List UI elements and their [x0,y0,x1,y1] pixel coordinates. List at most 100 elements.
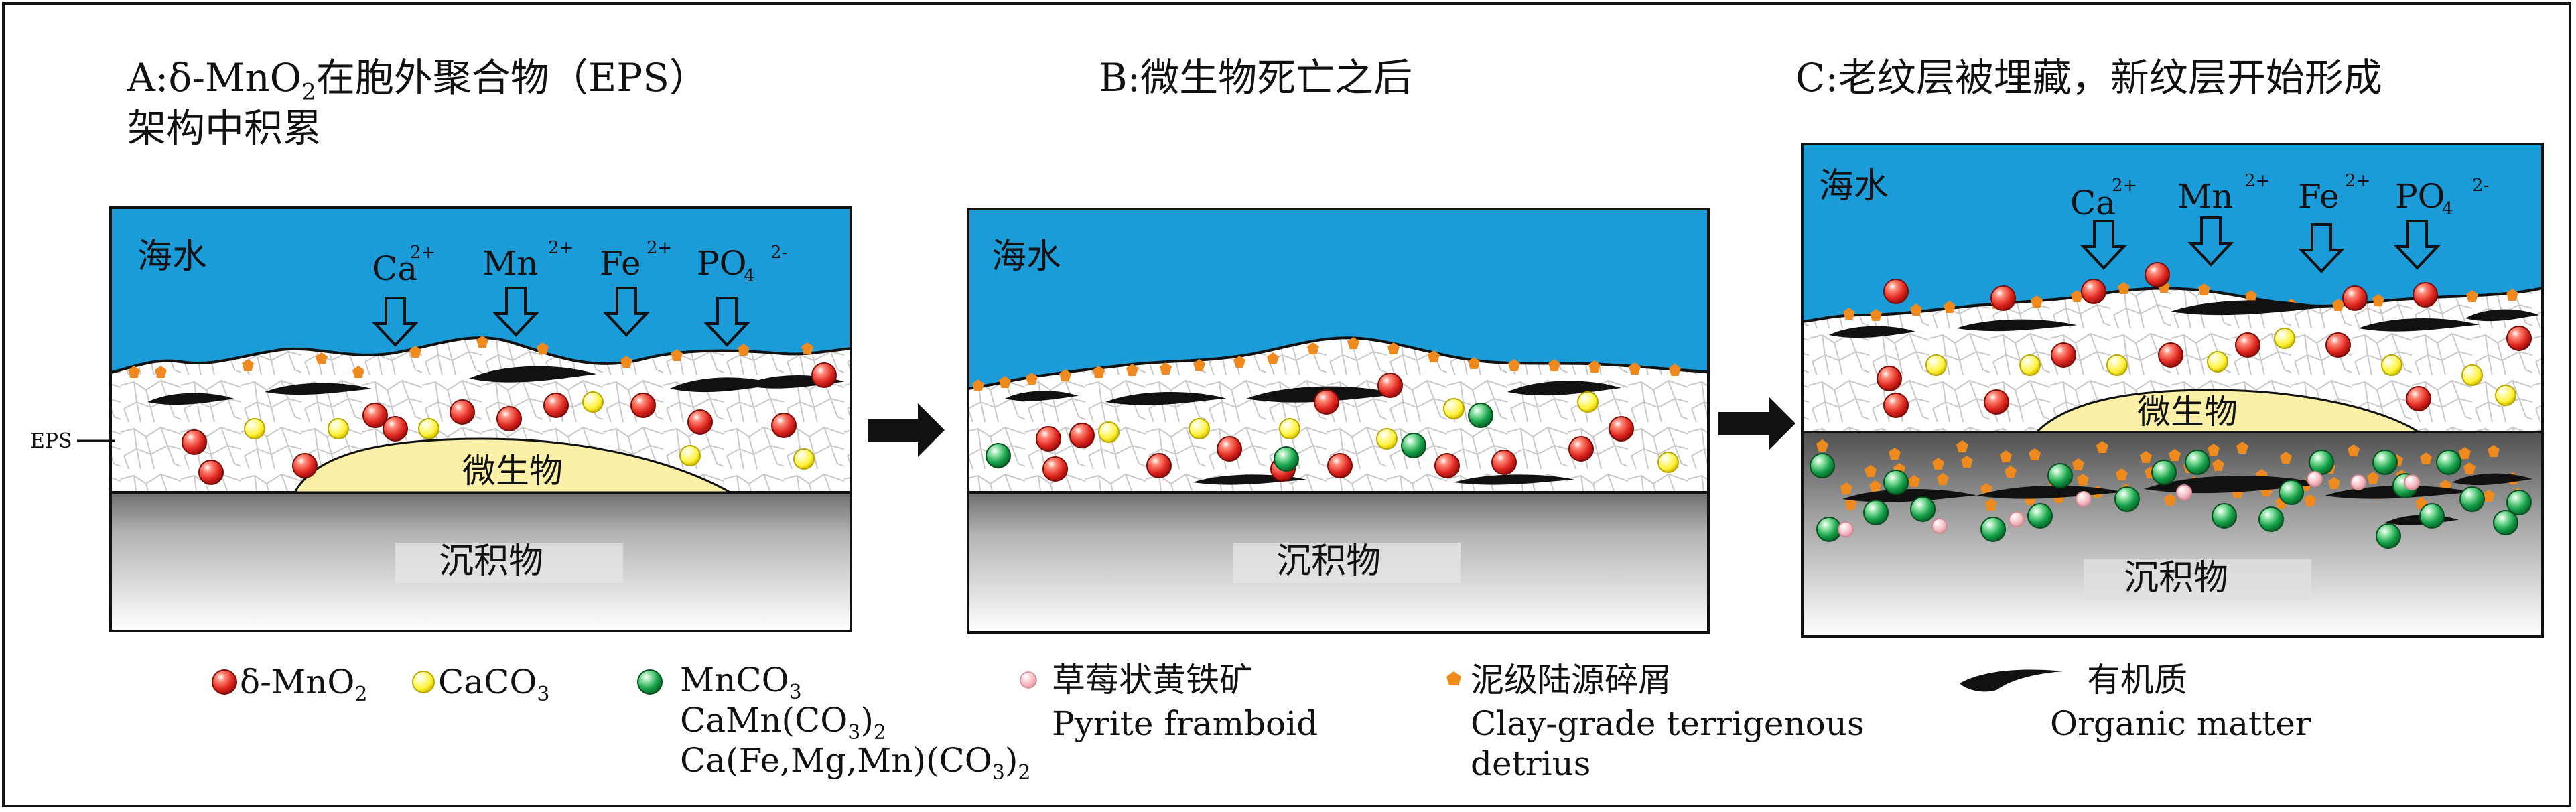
mno2-particle [2158,342,2183,368]
mno2-particle [1883,279,1909,304]
clay-particle [2212,459,2224,471]
panel-b-sediment-label: 沉积物 [1276,541,1381,582]
clay-particle [1347,337,1359,349]
mnco3-particle [986,443,1011,468]
svg-text:2+: 2+ [2345,171,2370,191]
clay-particle [1865,465,1877,477]
caco3-particle [2207,351,2228,373]
caco3-particle [1098,421,1120,443]
clay-particle [1026,373,1038,385]
mnco3-particle [2506,490,2532,515]
panel-c-ions: Ca 2+ Mn 2+ Fe 2+ PO 4 2- [2070,171,2489,222]
svg-text:2+: 2+ [2244,171,2270,191]
caco3-particle [793,448,815,470]
caco3-particle [1577,391,1599,413]
clay-particle [620,356,632,368]
svg-text:4: 4 [2442,199,2453,219]
mnco3-particle [2185,450,2210,475]
legend-organic-en: Organic matter [2050,704,2311,743]
clay-particle [1843,308,1855,320]
mnco3-particle [1980,517,2006,542]
mnco3-particle [2212,503,2237,529]
mno2-particle [1327,453,1353,478]
eps-label: EPS [30,429,72,453]
pyrite-particle [2176,484,2192,500]
clay-particle [2245,290,2257,302]
mno2-particle [2506,326,2532,351]
clay-particle [1588,360,1601,373]
pyrite-particle [2350,474,2366,490]
mno2-particle [450,399,475,425]
clay-particle [1961,456,1973,468]
ion-po-a: PO [697,244,747,283]
organic-matter-streak [147,393,234,405]
transition-arrow-b-c [1718,397,1795,450]
panel-c-sediment-label: 沉积物 [2124,558,2228,598]
clay-particle [2236,442,2248,454]
mno2-particle [1609,416,1634,442]
ion-mn-c: Mn [2177,177,2233,216]
legend-clay-symbol [1446,671,1461,685]
organic-matter-streak [1842,489,1976,502]
clay-particle [671,349,683,361]
clay-particle [1387,342,1400,354]
mno2-particle [292,453,318,478]
legend-caco3-symbol [412,671,435,693]
clay-particle [409,346,421,358]
organic-matter-streak [1005,391,1079,401]
legend-clay-en1: Clay-grade terrigenous [1471,704,1865,743]
organic-matter-streak [670,377,777,393]
ion-ca-c: Ca [2070,184,2116,222]
clay-particle [1816,439,1828,452]
clay-particle [1548,359,1560,371]
clay-particle [1870,309,1882,321]
clay-particle [2000,450,2012,462]
mno2-particle [198,460,224,485]
mnco3-particle [2047,463,2073,488]
panel-a-title: A:δ-MnO2在胞外聚合物（EPS） [127,55,708,106]
mno2-particle [1146,453,1172,478]
mno2-particle [1568,436,1594,462]
clay-particle [155,366,167,378]
panel-c-microbe [2034,389,2423,433]
caco3-particle [2461,364,2483,386]
caco3-particle [418,418,439,439]
caco3-particle [328,418,349,439]
pyrite-particle [1931,518,1948,534]
mnco3-particle [1883,470,1909,495]
ion-flux-arrow [603,287,650,337]
caco3-particle [2381,354,2402,376]
mno2-particle [2406,386,2431,411]
mnco3-particle [2279,480,2304,505]
caco3-particle [2106,354,2128,376]
mnco3-particle [2372,450,2398,475]
caco3-particle [679,445,701,466]
legend-clay-cn: 泥级陆源碎屑 [1471,661,1672,699]
organic-matter-streak [1454,474,1574,485]
svg-text:2+: 2+ [548,238,573,258]
clay-particle [1428,350,1440,362]
pyrite-particle [2404,474,2420,490]
legend-pyrite-symbol [1020,671,1037,689]
pyrite-particle [1838,521,1854,537]
mnco3-particle [2151,460,2177,485]
clay-particle [2459,447,2471,459]
ion-flux-arrow [703,297,750,347]
pyrite-particle [2009,511,2025,527]
mno2-particle [2325,332,2351,358]
legend-mnco3-symbol [637,669,663,695]
mno2-particle [543,393,569,418]
panel-b-seawater [968,209,1708,389]
clay-particle [2005,466,2017,478]
organic-matter-streak [265,383,372,395]
svg-text:2+: 2+ [2112,176,2137,196]
mno2-particle [1883,393,1909,418]
organic-matter-streak [2358,318,2479,332]
caco3-particle [1443,398,1465,419]
svg-text:2+: 2+ [647,238,672,258]
clay-particle [2372,294,2384,306]
clay-particle [1468,357,1480,369]
legend-mnco3-label: MnCO3 [680,661,802,704]
organic-matter-streak [1507,381,1621,396]
clay-particle [2198,283,2210,295]
